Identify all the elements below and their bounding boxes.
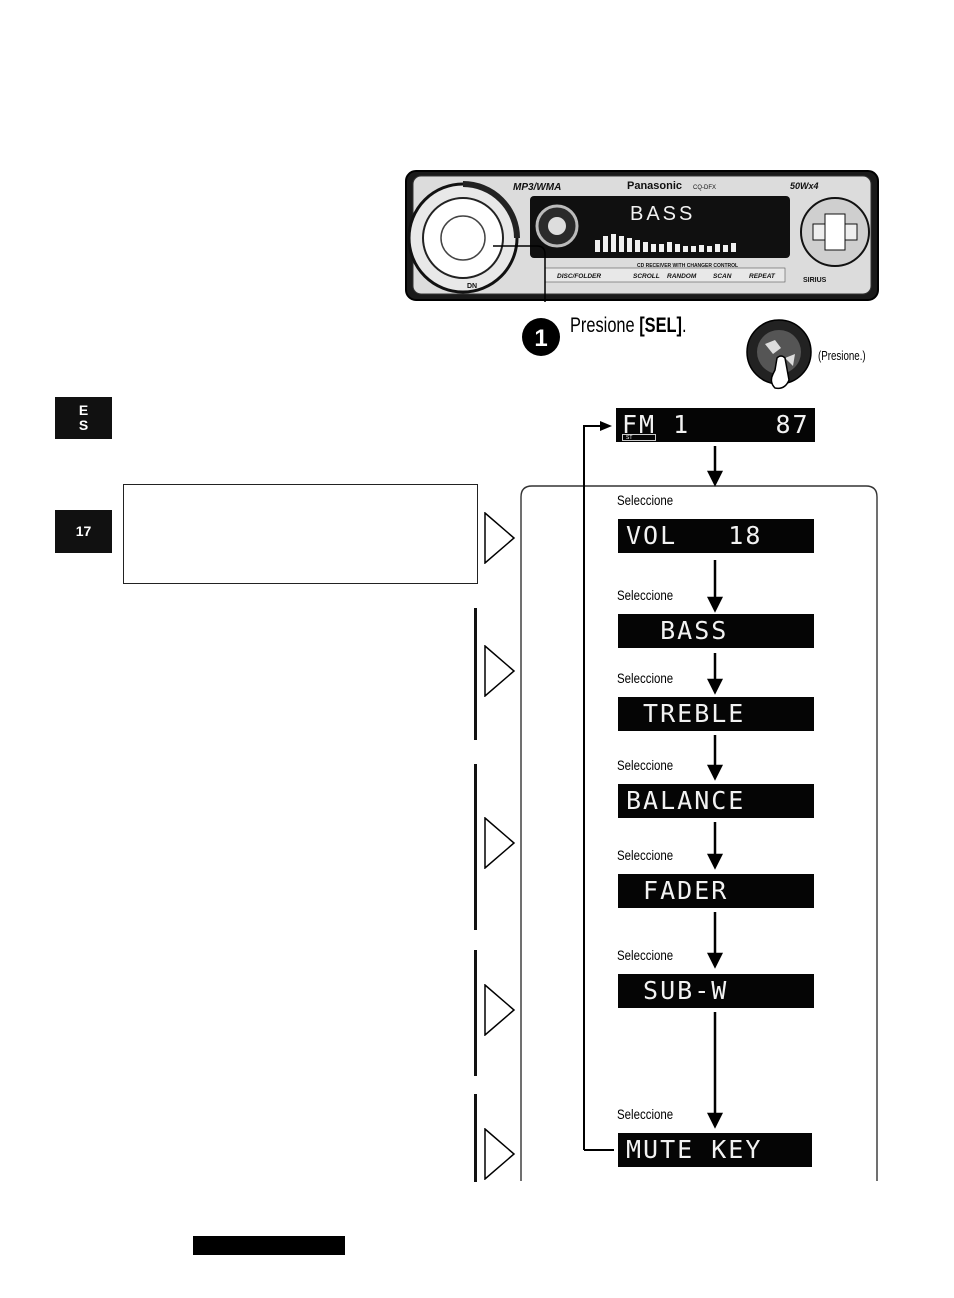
svg-text:BASS: BASS xyxy=(630,203,695,225)
sel-key-label: [SEL] xyxy=(639,314,682,337)
footer-bar xyxy=(193,1236,345,1255)
lcd-balance: BALANCE xyxy=(618,784,814,818)
svg-text:RANDOM: RANDOM xyxy=(667,273,697,280)
svg-text:DN: DN xyxy=(467,283,477,290)
svg-text:1: 1 xyxy=(534,325,547,352)
press-knob-icon xyxy=(746,319,812,390)
lcd-bass: BASS xyxy=(618,614,814,648)
select-label: Seleccione xyxy=(617,847,674,863)
select-label: Seleccione xyxy=(617,587,674,603)
lcd-vol: VOL 18 xyxy=(618,519,814,553)
select-label: Seleccione xyxy=(617,670,674,686)
svg-text:SIRIUS: SIRIUS xyxy=(803,277,827,284)
svg-text:Panasonic: Panasonic xyxy=(627,180,682,192)
select-label: Seleccione xyxy=(617,757,674,773)
triangle-marker-icon xyxy=(484,817,516,869)
triangle-marker-icon xyxy=(484,1128,516,1180)
language-tab: E S xyxy=(55,397,112,439)
sidebar-bar xyxy=(474,764,477,930)
svg-text:CQ-DFX: CQ-DFX xyxy=(693,185,716,191)
step-number-badge: 1 xyxy=(522,318,560,356)
svg-text:REPEAT: REPEAT xyxy=(749,273,776,280)
svg-text:CD RECEIVER WITH CHANGER CONTR: CD RECEIVER WITH CHANGER CONTROL xyxy=(637,263,738,269)
triangle-marker-icon xyxy=(484,984,516,1036)
page-number-tab: 17 xyxy=(55,510,112,553)
select-label: Seleccione xyxy=(617,492,674,508)
lcd-mute-key: MUTE KEY xyxy=(618,1133,812,1167)
svg-text:SCAN: SCAN xyxy=(713,273,732,280)
step1-text: Presione xyxy=(570,314,640,337)
lcd-fader: FADER xyxy=(618,874,814,908)
svg-text:DISC/FOLDER: DISC/FOLDER xyxy=(557,273,601,280)
select-label: Seleccione xyxy=(617,1106,674,1122)
stereo-badge: ST xyxy=(622,434,656,441)
triangle-marker-icon xyxy=(484,645,516,697)
press-note: (Presione.) xyxy=(818,348,866,363)
svg-text:SCROLL: SCROLL xyxy=(633,273,660,280)
car-stereo-illustration: DN BASS MP3/WMA Panasonic CQ-DFX 50Wx4 C… xyxy=(405,170,879,302)
svg-text:MP3/WMA: MP3/WMA xyxy=(513,182,561,193)
step1-instruction: Presione [SEL]. xyxy=(570,314,687,338)
lcd-treble: TREBLE xyxy=(618,697,814,731)
sidebar-bar xyxy=(474,950,477,1076)
svg-text:50Wx4: 50Wx4 xyxy=(790,181,819,191)
step1-period: . xyxy=(681,314,687,337)
info-box xyxy=(123,484,478,584)
sidebar-bar xyxy=(474,608,477,740)
select-label: Seleccione xyxy=(617,947,674,963)
lcd-sub-w: SUB-W xyxy=(618,974,814,1008)
sidebar-bar xyxy=(474,1094,477,1182)
triangle-marker-icon xyxy=(484,512,516,564)
